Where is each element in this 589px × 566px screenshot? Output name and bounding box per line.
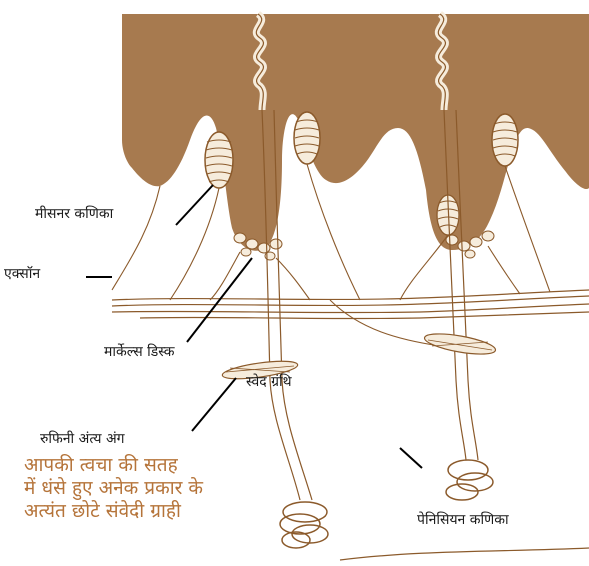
- caption: आपकी त्वचा की सतह में धंसे हुए अनेक प्रक…: [24, 454, 203, 522]
- caption-line-3: अत्यंत छोटे संवेदी ग्राही: [24, 500, 203, 523]
- meissner-corpuscle-mid: [294, 112, 320, 164]
- axon-bundle: [112, 290, 589, 319]
- caption-line-1: आपकी त्वचा की सतह: [24, 454, 203, 477]
- leader-ruffini: [192, 378, 236, 431]
- label-pacinian: पेनिसियन कणिका: [417, 512, 509, 529]
- caption-line-2: में धंसे हुए अनेक प्रकार के: [24, 477, 203, 500]
- label-axon: एक्सॉन: [4, 266, 40, 283]
- label-sweat-gland: स्वेद ग्रंथि: [246, 374, 292, 391]
- leader-meissner: [176, 185, 213, 225]
- label-meissner: मीसनर कणिका: [35, 206, 113, 223]
- dermis-line: [340, 548, 589, 560]
- label-ruffini: रुफिनी अंत्य अंग: [40, 431, 125, 448]
- leader-merkel: [187, 258, 252, 342]
- leader-pacinian: [400, 448, 422, 468]
- label-merkel: मार्केल्स डिस्क: [104, 344, 174, 361]
- meissner-corpuscle-left: [205, 132, 233, 188]
- coiled-gland-right: [446, 460, 493, 500]
- coiled-gland-left: [280, 502, 328, 548]
- pacinian-ending: [423, 330, 497, 358]
- epidermis-layer: [122, 14, 589, 251]
- meissner-corpuscle-right: [492, 114, 518, 166]
